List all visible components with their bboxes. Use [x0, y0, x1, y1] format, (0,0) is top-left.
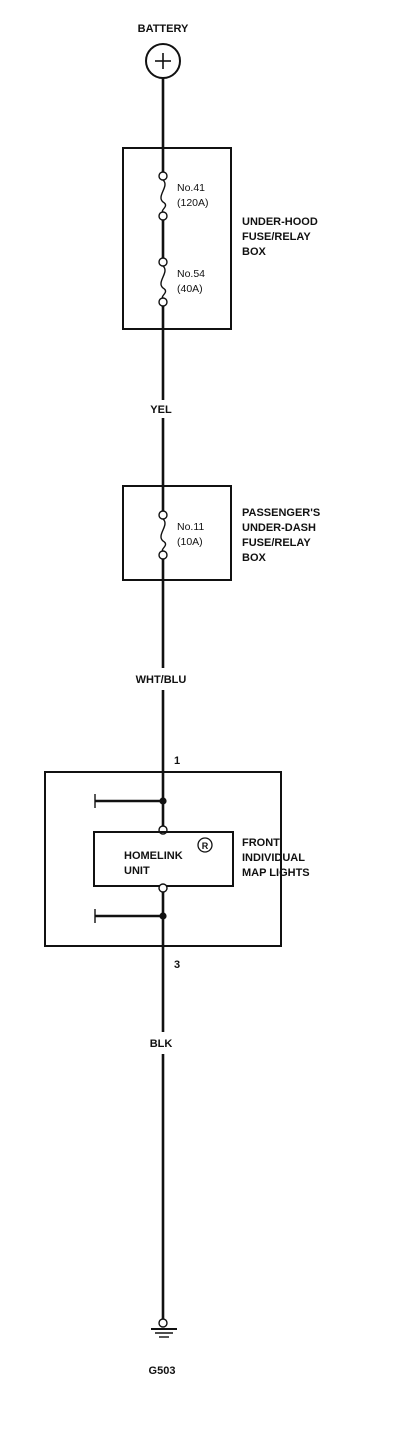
map-lights-pin-in: 1 [174, 755, 180, 767]
map-lights-pin-out: 3 [174, 959, 180, 971]
wire-yel-label: YEL [150, 404, 172, 416]
map-lights-label-line2: INDIVIDUAL [242, 852, 305, 864]
registered-mark: R [202, 841, 209, 851]
homelink-label-line2: UNIT [124, 865, 150, 877]
ground-label: G503 [149, 1365, 176, 1377]
map-lights-label-line1: FRONT [242, 837, 280, 849]
homelink-terminal-bottom [158, 883, 168, 893]
fuse-no54-number: No.54 [177, 268, 205, 280]
battery-symbol [145, 43, 181, 79]
ground-symbol [151, 1318, 177, 1338]
fuse-no11-rating: (10A) [177, 536, 203, 548]
registered-mark-circle [197, 837, 213, 853]
under-hood-label-line3: BOX [242, 246, 267, 258]
fuse-no41-number: No.41 [177, 182, 205, 194]
fuse-no11-number: No.11 [177, 521, 204, 533]
fuse-no11 [158, 486, 168, 560]
under-hood-label-line1: UNDER-HOOD [242, 216, 318, 228]
wire-whtblu-label: WHT/BLU [136, 674, 187, 686]
fuse-no41 [158, 148, 168, 221]
fuse-no54-rating: (40A) [177, 283, 203, 295]
map-lights-label-line3: MAP LIGHTS [242, 867, 310, 879]
homelink-label-line1: HOMELINK [124, 850, 183, 862]
under-dash-label-line2: UNDER-DASH [242, 522, 316, 534]
under-hood-label-line2: FUSE/RELAY [242, 231, 311, 243]
under-dash-label-line1: PASSENGER'S [242, 507, 320, 519]
fuse-no41-rating: (120A) [177, 197, 209, 209]
battery-label: BATTERY [138, 23, 189, 35]
under-dash-label-line4: BOX [242, 552, 267, 564]
under-dash-label-line3: FUSE/RELAY [242, 537, 311, 549]
under-hood-fuse-box [122, 147, 232, 330]
fuse-no54 [158, 257, 168, 307]
wire-blk-label: BLK [150, 1038, 173, 1050]
under-dash-fuse-box [122, 485, 232, 581]
